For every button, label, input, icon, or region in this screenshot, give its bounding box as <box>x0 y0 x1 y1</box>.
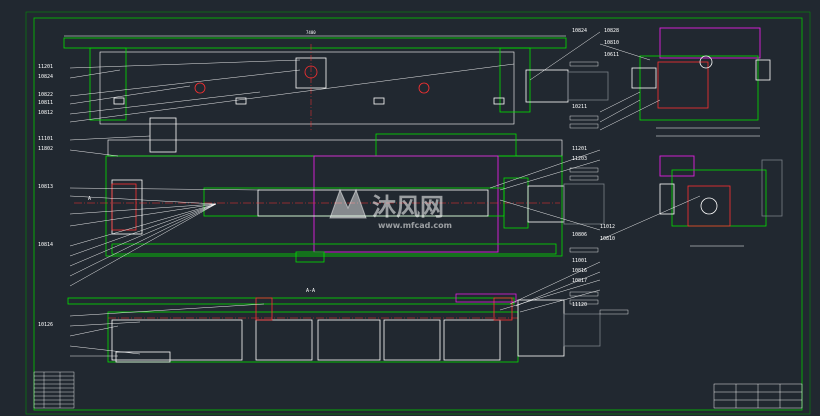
watermark-logo-icon <box>329 188 367 219</box>
watermark-brand: 沐风网 <box>372 193 444 221</box>
label-left-9: 10814 <box>38 242 53 248</box>
parts-table <box>33 371 75 409</box>
right-labels: 10824 10828 10810 10611 10211 11201 1120… <box>572 28 619 308</box>
label-left-4: 10811 <box>38 100 53 106</box>
label-right-top-1: 10824 <box>572 28 587 34</box>
label-right-low-5: 10816 <box>572 268 587 274</box>
label-left-3: 10822 <box>38 92 53 98</box>
label-left-6: 11101 <box>38 136 53 142</box>
section-view-aa <box>67 293 601 363</box>
label-right-low-4: 11001 <box>572 258 587 264</box>
label-right-mid-1: 11201 <box>572 146 587 152</box>
left-labels: 11201 10824 10822 10811 10812 11101 1180… <box>38 64 53 328</box>
label-left-8: 10813 <box>38 184 53 190</box>
section-mark-aa: A-A <box>306 288 315 294</box>
label-left-7: 11802 <box>38 146 53 152</box>
right-top-view <box>525 27 771 137</box>
right-mid-view <box>659 155 783 247</box>
watermark: 沐风网 www.mfcad.com <box>329 188 452 230</box>
title-block <box>713 383 803 409</box>
label-right-top-2: 10828 <box>604 28 619 34</box>
label-left-5: 10812 <box>38 110 53 116</box>
dimension-width: 7400 <box>306 30 316 35</box>
label-left-2: 10824 <box>38 74 53 80</box>
label-right-top-5: 10211 <box>572 104 587 110</box>
label-left-1: 11201 <box>38 64 53 70</box>
section-mark-a: A <box>88 196 91 202</box>
plan-view <box>74 117 605 263</box>
label-right-low-3: 10810 <box>600 236 615 242</box>
label-right-top-4: 10611 <box>604 52 619 58</box>
label-right-low-1: 11012 <box>600 224 615 230</box>
right-callout-boxes <box>569 61 629 315</box>
label-left-10: 10126 <box>38 322 53 328</box>
watermark-url: www.mfcad.com <box>378 221 452 230</box>
left-leader-lines <box>69 59 515 357</box>
right-leader-lines <box>489 31 701 313</box>
label-right-top-3: 10810 <box>604 40 619 46</box>
label-right-low-6: 10817 <box>572 278 587 284</box>
drawing-frame <box>25 11 811 415</box>
label-right-low-7: 11120 <box>572 302 587 308</box>
label-right-mid-2: 11203 <box>572 156 587 162</box>
label-right-low-2: 10806 <box>572 232 587 238</box>
top-view-beam <box>63 35 567 130</box>
